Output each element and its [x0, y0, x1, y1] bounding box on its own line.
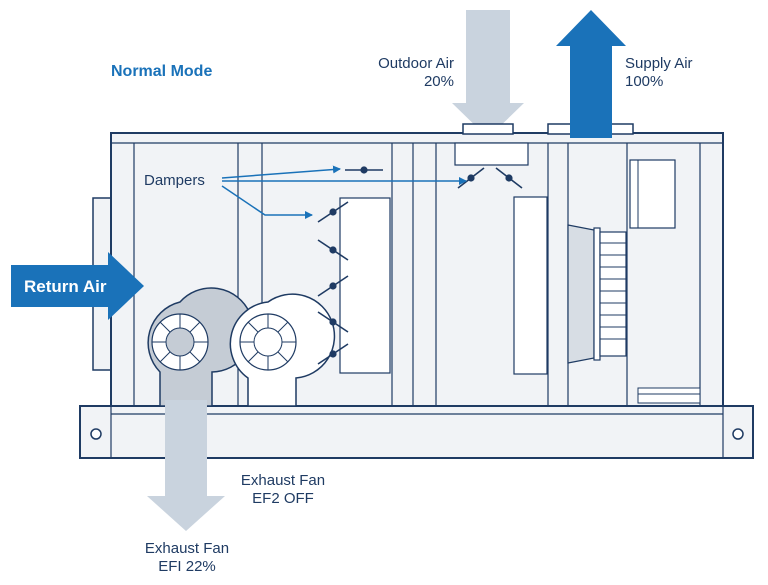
exhaust-fan-2-label: Exhaust Fan EF2 OFF: [222, 472, 344, 508]
exhaust-fan-1-label: Exhaust Fan EFI 22%: [126, 540, 248, 576]
exhaust-fan-1-status: EFI 22%: [158, 558, 216, 575]
supply-air-label: Supply Air 100%: [625, 55, 693, 91]
return-air-label: Return Air: [24, 277, 107, 296]
exhaust-arrow: [147, 400, 225, 531]
mode-title: Normal Mode: [111, 63, 213, 80]
exhaust-fan-2-name: Exhaust Fan: [240, 472, 326, 489]
exhaust-fan-2-icon: [229, 293, 336, 407]
exhaust-fan-1-icon: [147, 287, 255, 407]
dampers-label: Dampers: [144, 172, 205, 189]
outdoor-air-name: Outdoor Air: [378, 55, 454, 72]
supply-air-name: Supply Air: [625, 55, 693, 72]
supply-air-value: 100%: [625, 73, 664, 90]
outdoor-air-value: 20%: [423, 73, 454, 90]
outdoor-air-label: Outdoor Air 20%: [340, 55, 454, 91]
outdoor-air-arrow: [452, 10, 524, 138]
damper-pointers: [221, 165, 467, 219]
supply-air-arrow: [556, 10, 626, 138]
return-air-arrow: [11, 252, 144, 320]
supply-fan-icon: [567, 224, 627, 364]
exhaust-fan-2-status: EF2 OFF: [252, 490, 314, 507]
exhaust-fan-1-name: Exhaust Fan: [144, 540, 230, 557]
damper-icon: [317, 166, 523, 365]
